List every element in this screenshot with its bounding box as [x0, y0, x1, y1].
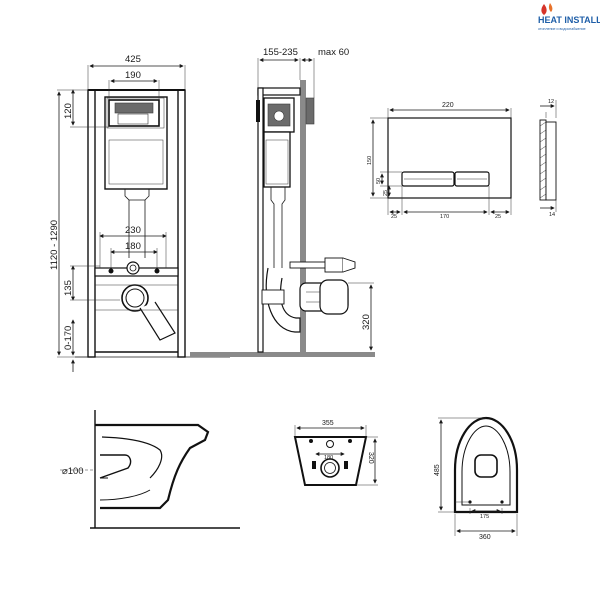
dim-bowl-width: 360: [479, 534, 491, 541]
dim-bowl-length: 485: [434, 464, 441, 476]
flame-icon: [541, 4, 547, 15]
dim-outlet-diameter: ⌀100: [62, 466, 84, 477]
dim-left-margin: 25: [391, 214, 397, 220]
dim-rear-width: 355: [322, 420, 334, 427]
dim-rear-height: 320: [367, 452, 374, 464]
brand-logo: HEAT INSTALL отопление и водоснабжение: [538, 3, 600, 31]
dim-hole-spacing: 180: [324, 455, 333, 461]
dim-right-margin: 25: [495, 214, 501, 220]
dim-outlet-height: 320: [361, 314, 372, 330]
dim-height-top: 120: [63, 103, 74, 119]
dim-plate-depth-top: 12: [548, 99, 554, 105]
dim-plate-width: 220: [442, 102, 454, 109]
dim-button-height: 25: [383, 190, 389, 196]
dim-height-outlet: 135: [63, 280, 74, 296]
dim-button-width: 170: [440, 214, 449, 220]
dim-height-range: 1120 - 1290: [49, 220, 60, 270]
front-view: 425 190 1120 - 1290 120 135 0-170 230 18…: [49, 54, 230, 372]
dim-plate-height: 150: [367, 156, 373, 165]
dim-seat-spacing: 175: [480, 514, 489, 520]
dim-depth-range: 155-235: [263, 47, 298, 58]
dim-bottom-range: 0-170: [63, 326, 74, 350]
dim-max-depth: max 60: [318, 47, 349, 58]
dim-width-button: 190: [125, 70, 141, 81]
flush-plate-side: 12 14: [539, 99, 557, 218]
flush-plate-front: 220 150 50 25 25 170 25: [367, 102, 512, 220]
brand-name: HEAT INSTALL: [538, 15, 600, 25]
bowl-rear-view: 355 180 320: [293, 420, 378, 486]
dim-bolts-outer: 230: [125, 225, 141, 236]
dim-button-offset: 50: [376, 178, 382, 184]
side-view: 155-235 max 60 320: [190, 47, 375, 357]
dim-width-total: 425: [125, 54, 141, 65]
bowl-side-view: ⌀100: [60, 410, 240, 529]
brand-tagline: отопление и водоснабжение: [538, 27, 586, 31]
bowl-top-view: 485 175 360: [434, 416, 519, 541]
dim-bolts-inner: 180: [125, 241, 141, 252]
dim-plate-depth-bottom: 14: [549, 212, 555, 218]
